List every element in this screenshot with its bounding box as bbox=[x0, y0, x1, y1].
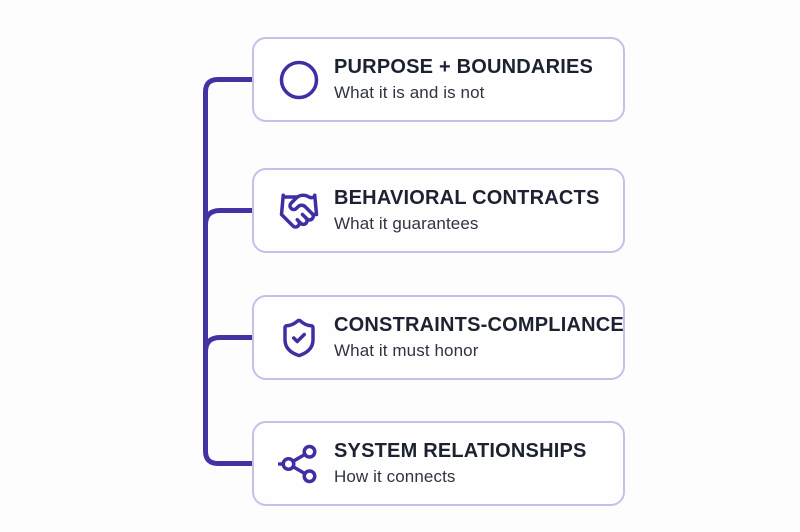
card-title: CONSTRAINTS-COMPLIANCE bbox=[334, 313, 624, 336]
connector-branch-3 bbox=[203, 335, 254, 353]
card-constraints-compliance: CONSTRAINTS-COMPLIANCE What it must hono… bbox=[252, 295, 625, 380]
card-subtitle: How it connects bbox=[334, 466, 456, 486]
share-nodes-icon bbox=[278, 443, 320, 485]
card-text: PURPOSE + BOUNDARIES What it is and is n… bbox=[334, 55, 593, 104]
card-subtitle: What it must honor bbox=[334, 340, 479, 360]
connector-trunk bbox=[203, 77, 254, 466]
card-text: SYSTEM RELATIONSHIPS How it connects bbox=[334, 439, 587, 488]
shield-check-icon bbox=[278, 317, 320, 359]
card-title: BEHAVIORAL CONTRACTS bbox=[334, 186, 600, 209]
card-title: PURPOSE + BOUNDARIES bbox=[334, 55, 594, 78]
card-title: SYSTEM RELATIONSHIPS bbox=[334, 439, 587, 462]
card-subtitle: What it is and is not bbox=[334, 82, 485, 102]
connector-branch-2 bbox=[203, 208, 254, 226]
handshake-icon bbox=[278, 190, 320, 232]
card-subtitle: What it guarantees bbox=[334, 213, 479, 233]
card-text: CONSTRAINTS-COMPLIANCE What it must hono… bbox=[334, 313, 624, 362]
circle-icon bbox=[278, 59, 320, 101]
card-system-relationships: SYSTEM RELATIONSHIPS How it connects bbox=[252, 421, 625, 506]
card-text: BEHAVIORAL CONTRACTS What it guarantees bbox=[334, 186, 599, 235]
card-behavioral-contracts: BEHAVIORAL CONTRACTS What it guarantees bbox=[252, 168, 625, 253]
card-purpose-boundaries: PURPOSE + BOUNDARIES What it is and is n… bbox=[252, 37, 625, 122]
